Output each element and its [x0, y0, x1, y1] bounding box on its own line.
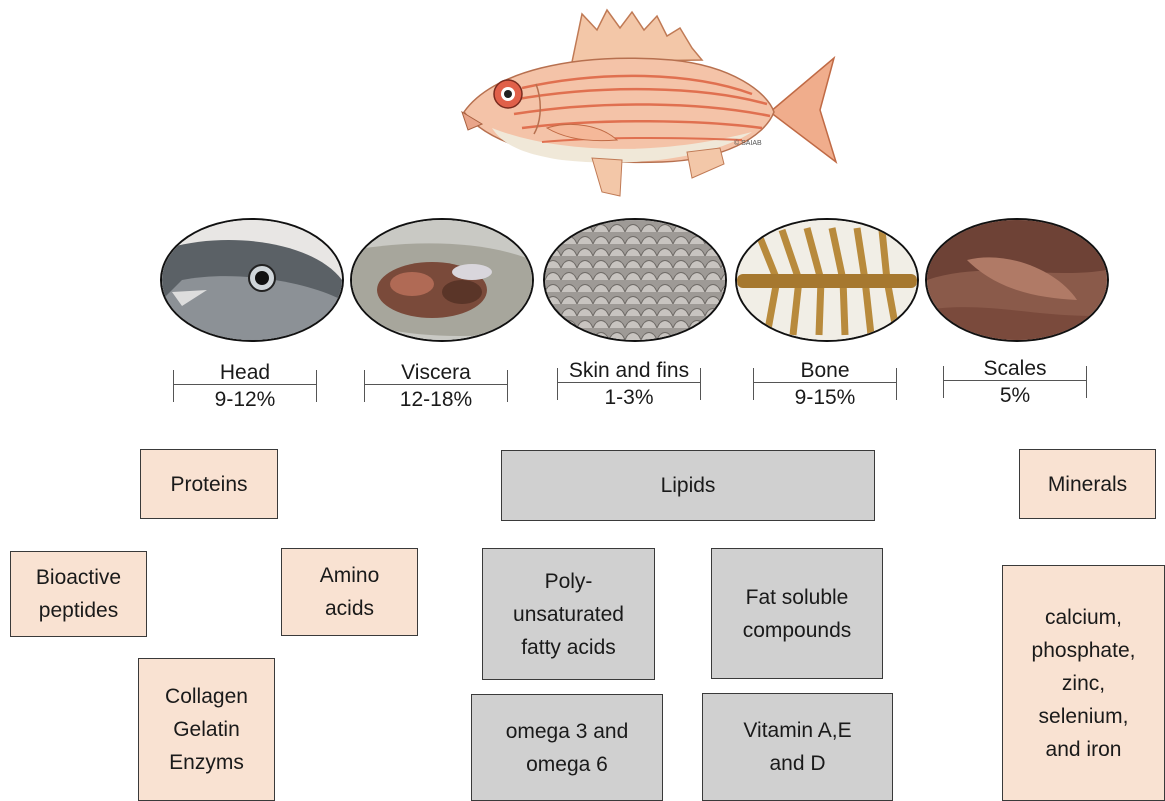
part-percent: 1-3%: [557, 385, 701, 411]
skin-photo: [543, 218, 727, 342]
part-name: Viscera: [364, 362, 508, 384]
part-name: Skin and fins: [557, 360, 701, 382]
part-percent: 9-12%: [173, 387, 317, 413]
omega-box: omega 3 and omega 6: [471, 694, 663, 801]
viscera-photo: [350, 218, 534, 342]
part-scales: Scales 5%: [943, 358, 1087, 418]
collagen-gelatin-enzymes-box: Collagen Gelatin Enzyms: [138, 658, 275, 801]
pufa-box: Poly- unsaturated fatty acids: [482, 548, 655, 680]
part-percent: 12-18%: [364, 387, 508, 413]
lipids-box: Lipids: [501, 450, 875, 521]
scales-photo: [925, 218, 1109, 342]
copyright-text: © SAIAB: [734, 139, 762, 147]
minerals-box: Minerals: [1019, 449, 1156, 519]
part-name: Bone: [753, 360, 897, 382]
minerals-list-box: calcium, phosphate, zinc, selenium, and …: [1002, 565, 1165, 801]
part-viscera: Viscera 12-18%: [364, 362, 508, 422]
head-photo: [160, 218, 344, 342]
proteins-box: Proteins: [140, 449, 278, 519]
part-name: Head: [173, 362, 317, 384]
part-head: Head 9-12%: [173, 362, 317, 422]
bone-photo: [735, 218, 919, 342]
bioactive-peptides-box: Bioactive peptides: [10, 551, 147, 637]
part-skin-fins: Skin and fins 1-3%: [557, 360, 701, 420]
part-bone: Bone 9-15%: [753, 360, 897, 420]
amino-acids-box: Amino acids: [281, 548, 418, 636]
fat-soluble-box: Fat soluble compounds: [711, 548, 883, 679]
part-percent: 9-15%: [753, 385, 897, 411]
vitamins-box: Vitamin A,E and D: [702, 693, 893, 801]
part-name: Scales: [943, 358, 1087, 380]
fish-illustration: © SAIAB: [452, 0, 852, 200]
part-percent: 5%: [943, 383, 1087, 409]
